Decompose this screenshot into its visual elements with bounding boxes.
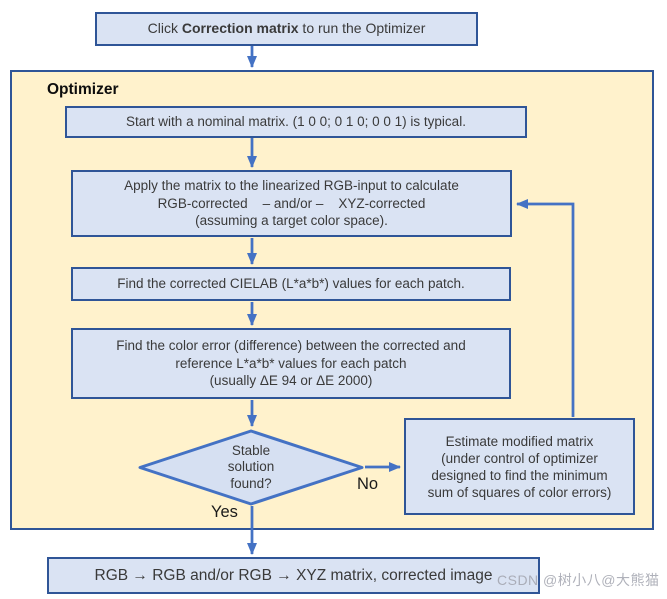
step-apply-line1: Apply the matrix to the linearized RGB-i… [124,178,459,194]
csdn-watermark: CSDN @树小八@大熊猫 [497,572,660,588]
step-apply-matrix: Apply the matrix to the linearized RGB-i… [71,170,512,237]
step-start-nominal-matrix: Start with a nominal matrix. (1 0 0; 0 1… [65,106,527,138]
step-find-cielab: Find the corrected CIELAB (L*a*b*) value… [71,267,511,301]
step-error-line1: Find the color error (difference) betwee… [116,338,466,354]
step-text-bold: Correction matrix [181,20,299,37]
step-error-line3: (usually ΔE 94 or ΔE 2000) [209,373,373,389]
decision-line2: solution [227,459,275,475]
step-click-correction-matrix-text: Click Correction matrix to run the Optim… [148,20,426,38]
step-output-corrected-image: RGB → RGB and/or RGB → XYZ matrix, corre… [47,557,540,594]
step-estimate-line1: Estimate modified matrix [445,433,594,449]
label-yes: Yes [211,503,238,521]
optimizer-title: Optimizer [47,81,119,98]
step-click-correction-matrix: Click Correction matrix to run the Optim… [95,12,478,46]
step-apply-line3: (assuming a target color space). [195,213,388,229]
step-estimate-line4: sum of squares of color errors) [427,484,612,500]
decision-stable-solution: Stable solution found? [137,429,365,506]
step-error-line2: reference L*a*b* values for each patch [175,355,407,371]
step-text-suffix: to run the Optimizer [298,20,426,37]
step-output-text: RGB → RGB and/or RGB → XYZ matrix, corre… [94,566,493,584]
decision-line1: Stable [231,442,271,458]
step-find-color-error: Find the color error (difference) betwee… [71,328,511,399]
step-estimate-line3: designed to find the minimum [431,467,608,483]
step-apply-line2: RGB-corrected – and/or – XYZ-corrected [157,195,426,211]
step-estimate-modified-matrix: Estimate modified matrix (under control … [404,418,635,515]
step-cielab-text: Find the corrected CIELAB (L*a*b*) value… [117,276,465,292]
step-start-text: Start with a nominal matrix. (1 0 0; 0 1… [126,114,466,130]
decision-diamond-shape [138,429,364,506]
decision-line3: found? [230,475,272,491]
label-no: No [357,475,379,493]
step-estimate-line2: (under control of optimizer [441,450,598,466]
step-text-prefix: Click [147,20,182,37]
